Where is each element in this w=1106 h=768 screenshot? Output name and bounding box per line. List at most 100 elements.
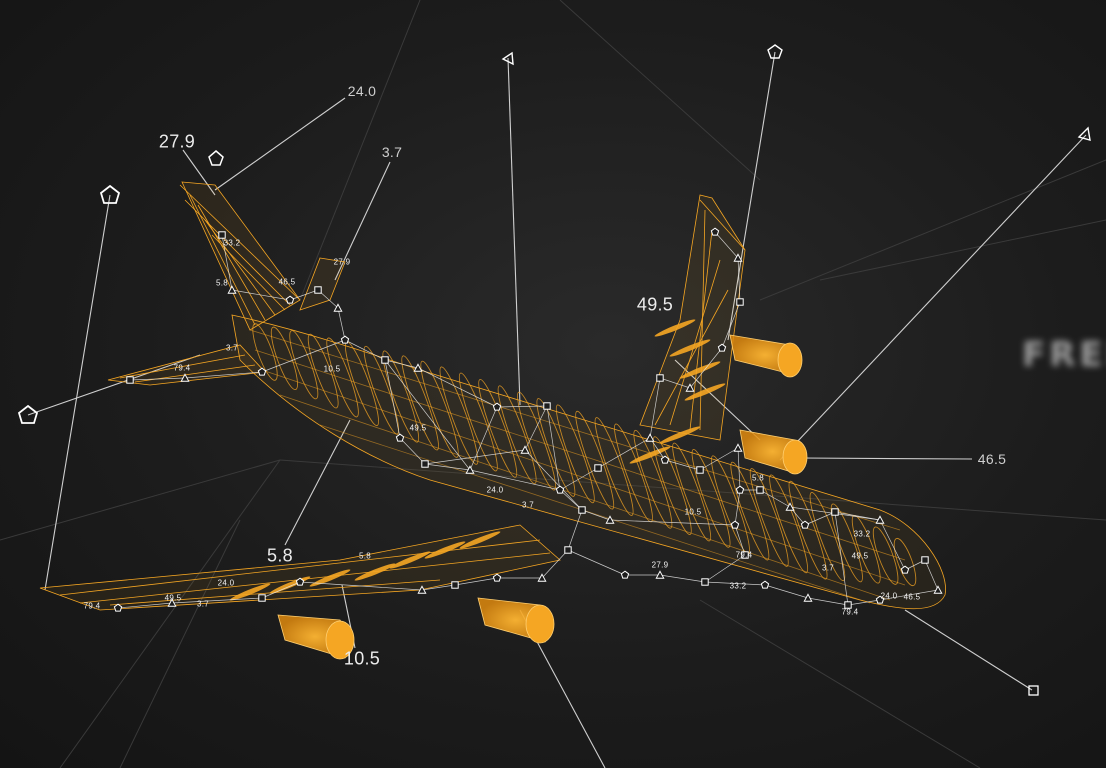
node-tag: 3.7 [196,599,210,609]
pentagon-node [735,485,745,494]
mesh-edge [384,359,401,439]
fuselage-rib [420,360,459,458]
fuselage-rib [691,448,731,548]
mesh-edge [337,307,346,341]
mesh-edge [117,602,173,609]
node-tag: 79.4 [173,363,191,373]
engine-1 [729,334,803,378]
square-marker [1028,685,1039,696]
pentagon-marker [767,44,783,59]
callout-value-label: 24.0 [347,83,377,99]
mesh-edge [597,437,651,469]
node-tag: 27.9 [651,560,669,570]
node-tag: 49.5 [851,551,869,561]
wing-slats [229,319,726,601]
fuselage-rib [575,410,615,510]
fuselage-rib [478,378,518,478]
square-node [921,556,929,564]
slat-panel [629,446,671,464]
fuselage-rib [307,333,339,409]
square-node [451,581,459,589]
mesh-edge [299,581,423,591]
square-node [594,464,602,472]
engines-wireframe [277,334,808,660]
node-tag: 3.7 [225,343,239,353]
callout-value-label: 10.5 [343,648,381,669]
square-node [656,374,664,382]
pentagon-node [285,295,295,304]
mesh-edge [541,549,569,579]
mesh-edge [344,339,386,361]
mesh-edge [664,459,701,471]
pentagon-node [340,335,350,344]
pentagon-node [492,573,502,582]
square-node [696,466,704,474]
square-node [421,460,429,468]
triangle-marker [501,51,514,66]
pentagon-node [113,603,123,612]
callout-leader-lines [27,51,1087,768]
mesh-edge [649,377,661,439]
node-tag: 79.4 [735,550,753,560]
pentagon-marker [99,184,121,204]
fuselage-rib [788,480,828,580]
fuselage-rib [872,526,899,585]
blurred-background-text: FREE [1022,335,1106,375]
endpoint-markers [17,44,1091,696]
callout-value-label: 3.7 [381,144,403,160]
fuselage-rib [536,398,576,497]
slat-panel [459,531,501,549]
fuselage-rib [830,503,863,583]
pentagon-node [900,565,910,574]
square-node [543,402,551,410]
fuselage-rib [633,429,673,529]
mesh-edge [879,519,906,571]
square-node [564,546,572,554]
mesh-edge [659,574,706,583]
square-node [218,231,226,239]
mesh-edge [546,405,561,491]
square-node [126,376,134,384]
node-tag: 10.5 [323,364,341,374]
triangle-node [537,573,547,582]
triangle-node [413,363,423,372]
callout-value-label: 5.8 [267,545,293,566]
vertical-tail-wireframe [179,181,301,331]
fuselage-rib [555,404,595,504]
node-tag: 33.2 [223,238,241,248]
mesh-edge [699,447,739,471]
node-tag: 46.5 [903,592,921,602]
mesh-edge [559,467,599,491]
node-tag: 24.0 [217,578,235,588]
triangle-node [167,598,177,607]
mesh-edge [737,257,741,303]
mesh-edge [469,406,498,471]
square-node [756,486,764,494]
mesh-edge [261,339,346,373]
mesh-edge [424,463,471,471]
mesh-edge [289,289,319,301]
mesh-edge [804,511,836,526]
node-tag: 46.5 [278,277,296,287]
fuselage-rib [289,330,319,400]
pentagon-node [620,570,630,579]
mesh-edge [834,511,849,606]
slat-panel [654,319,696,337]
node-tag: 24.0 [880,591,898,601]
pentagon-marker [17,404,39,424]
node-tag: 79.4 [841,607,859,617]
pentagon-node [257,367,267,376]
node-tag: 5.8 [751,473,765,483]
mesh-edge [469,469,561,491]
square-node [844,601,852,609]
mesh-edge [129,377,186,381]
callout-value-label: 46.5 [977,451,1007,467]
square-node [314,286,322,294]
mesh-edge [924,559,939,591]
triangle-node [933,585,943,594]
triangle-node [785,502,795,511]
mesh-edge [879,589,939,601]
pentagon-node [710,227,720,236]
triangle-node [655,570,665,579]
